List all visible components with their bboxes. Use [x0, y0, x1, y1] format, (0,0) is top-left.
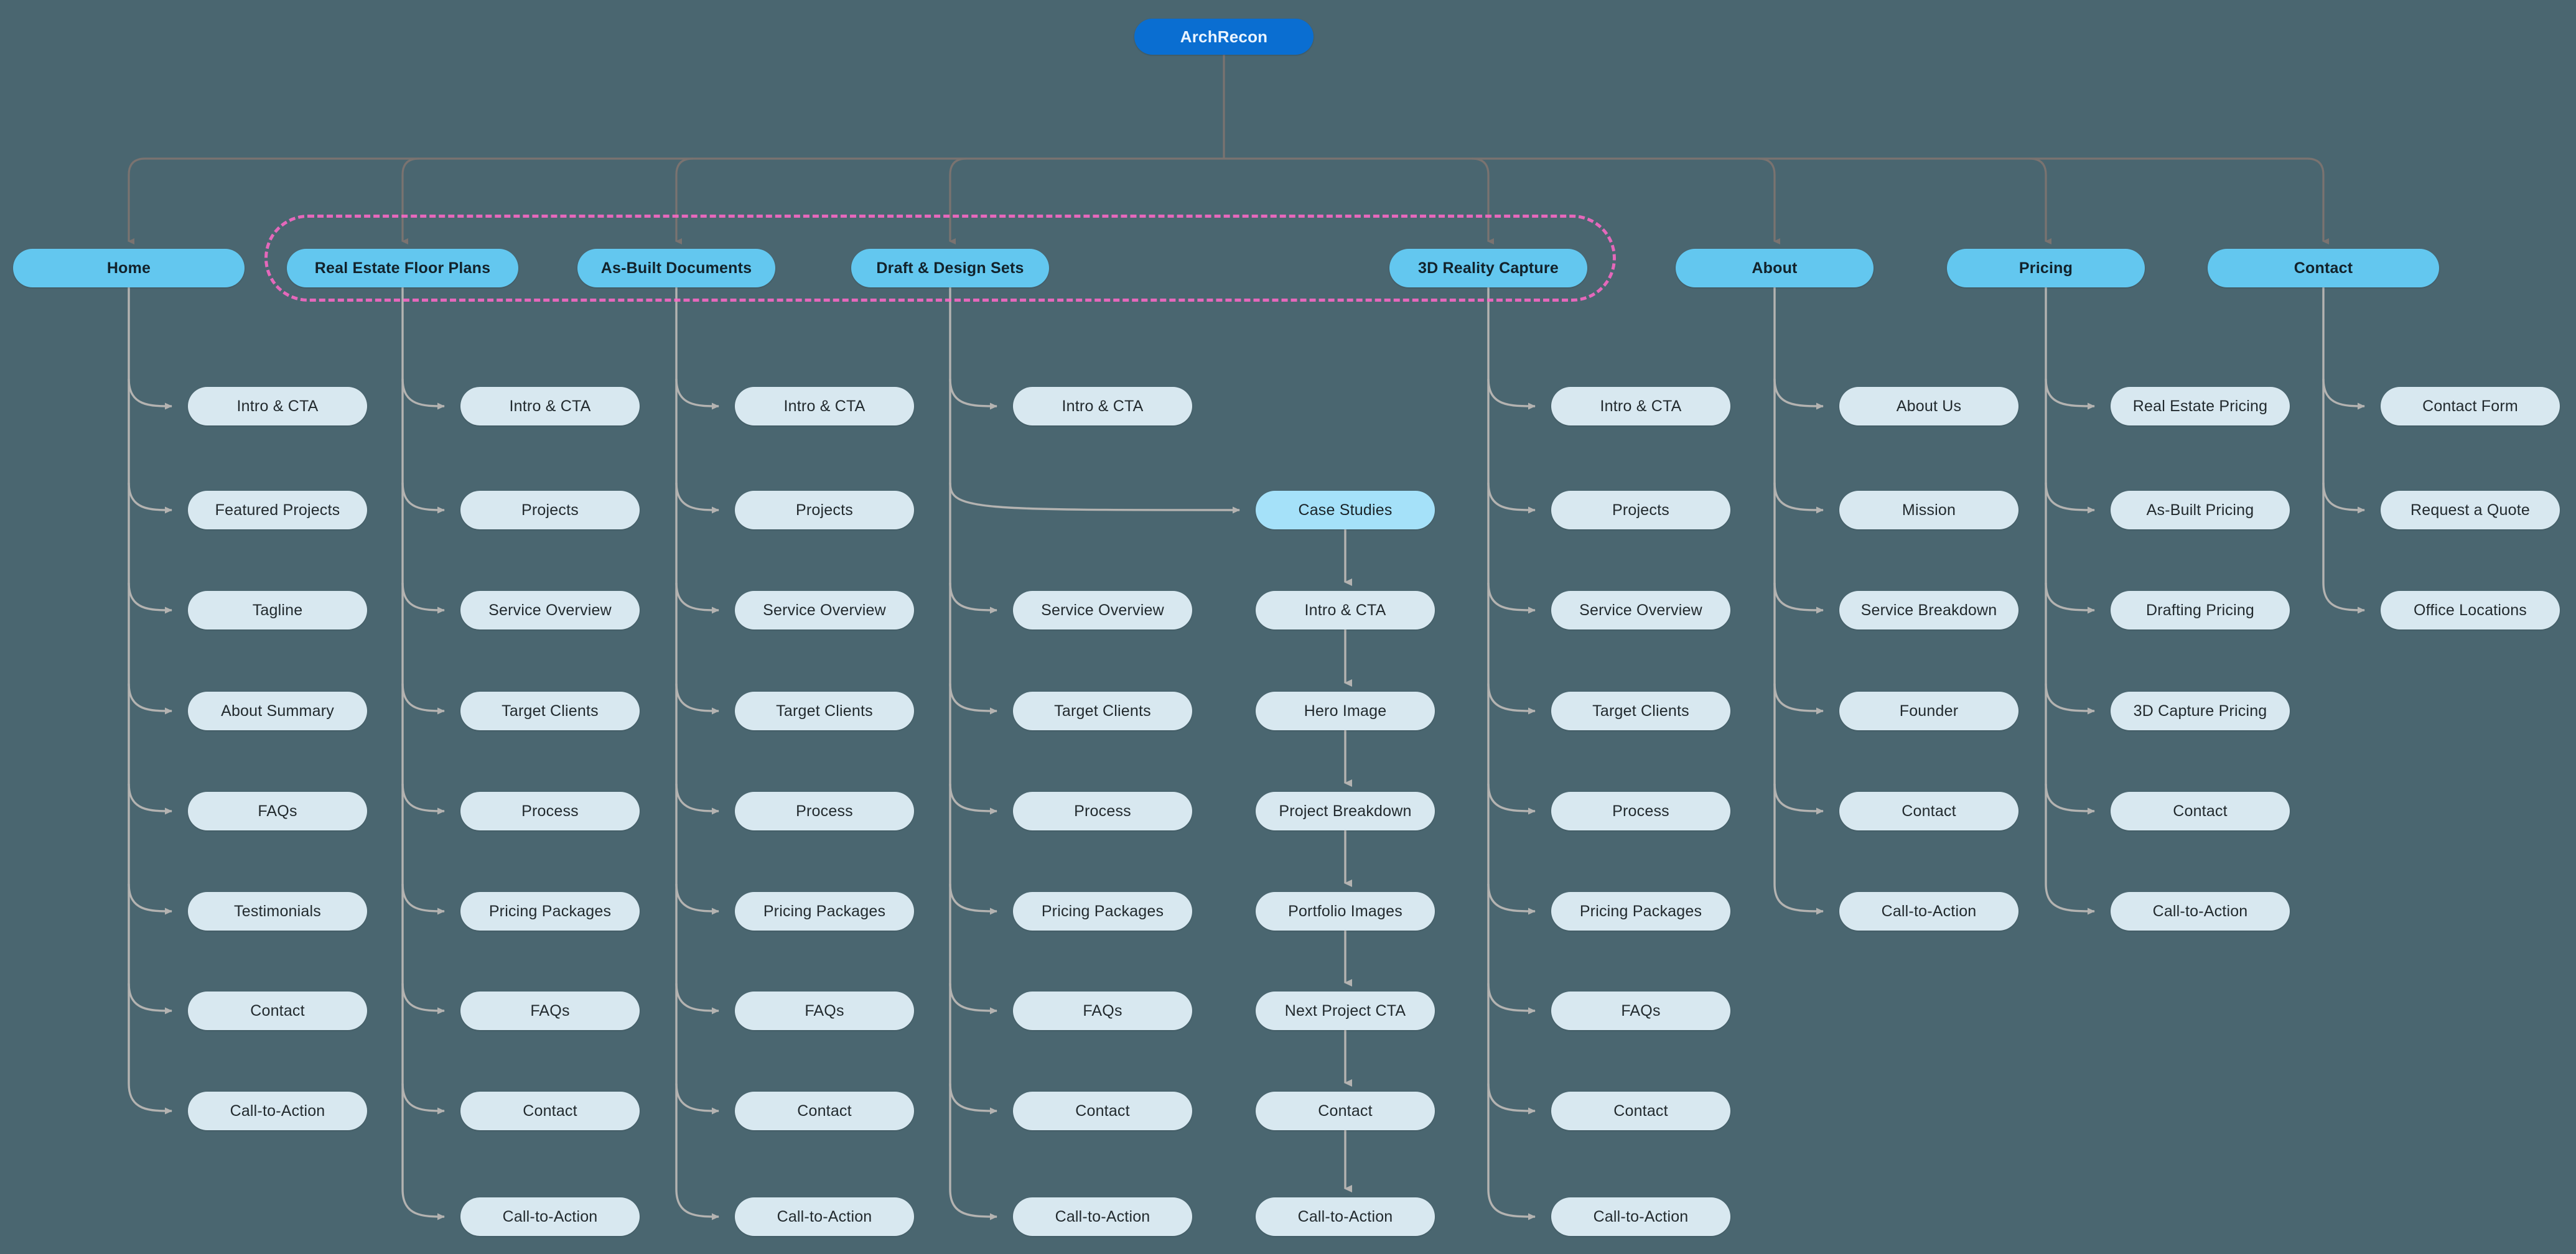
- nav-node-contact[interactable]: Contact: [2208, 249, 2439, 287]
- leaf-node-as-built-documents-5[interactable]: Pricing Packages: [735, 892, 914, 931]
- leaf-node-3d-reality-capture-8[interactable]: Call-to-Action: [1551, 1197, 1730, 1236]
- leaf-node-case-studies-0[interactable]: Intro & CTA: [1256, 591, 1435, 629]
- leaf-node-real-estate-floor-plans-7[interactable]: Contact: [460, 1092, 640, 1130]
- leaf-node-case-studies-2[interactable]: Project Breakdown: [1256, 792, 1435, 830]
- leaf-node-real-estate-floor-plans-3[interactable]: Target Clients: [460, 692, 640, 730]
- nav-node-real-estate-floor-plans[interactable]: Real Estate Floor Plans: [287, 249, 518, 287]
- leaf-node-case-studies-6[interactable]: Call-to-Action: [1256, 1197, 1435, 1236]
- leaf-node-real-estate-floor-plans-0[interactable]: Intro & CTA: [460, 387, 640, 425]
- nav-node-draft-design-sets[interactable]: Draft & Design Sets: [851, 249, 1049, 287]
- leaf-node-case-studies-1[interactable]: Hero Image: [1256, 692, 1435, 730]
- leaf-node-as-built-documents-2[interactable]: Service Overview: [735, 591, 914, 629]
- leaf-node-about-1[interactable]: Mission: [1839, 491, 2018, 529]
- leaf-node-3d-reality-capture-4[interactable]: Process: [1551, 792, 1730, 830]
- leaf-node-draft-design-sets-7[interactable]: Call-to-Action: [1013, 1197, 1192, 1236]
- leaf-node-about-3[interactable]: Founder: [1839, 692, 2018, 730]
- leaf-node-pricing-4[interactable]: Contact: [2111, 792, 2290, 830]
- leaf-node-draft-design-sets-2[interactable]: Target Clients: [1013, 692, 1192, 730]
- leaf-node-home-6[interactable]: Contact: [188, 992, 367, 1030]
- leaf-node-3d-reality-capture-1[interactable]: Projects: [1551, 491, 1730, 529]
- leaf-node-real-estate-floor-plans-2[interactable]: Service Overview: [460, 591, 640, 629]
- leaf-node-as-built-documents-1[interactable]: Projects: [735, 491, 914, 529]
- leaf-node-draft-design-sets-3[interactable]: Process: [1013, 792, 1192, 830]
- leaf-node-3d-reality-capture-3[interactable]: Target Clients: [1551, 692, 1730, 730]
- leaf-node-draft-design-sets-6[interactable]: Contact: [1013, 1092, 1192, 1130]
- leaf-node-draft-design-sets-0[interactable]: Intro & CTA: [1013, 387, 1192, 425]
- leaf-node-contact-0[interactable]: Contact Form: [2381, 387, 2560, 425]
- leaf-node-pricing-3[interactable]: 3D Capture Pricing: [2111, 692, 2290, 730]
- leaf-node-home-3[interactable]: About Summary: [188, 692, 367, 730]
- leaf-node-3d-reality-capture-7[interactable]: Contact: [1551, 1092, 1730, 1130]
- leaf-node-draft-design-sets-1[interactable]: Service Overview: [1013, 591, 1192, 629]
- nav-node-about[interactable]: About: [1676, 249, 1874, 287]
- leaf-node-about-0[interactable]: About Us: [1839, 387, 2018, 425]
- leaf-node-contact-2[interactable]: Office Locations: [2381, 591, 2560, 629]
- root-node[interactable]: ArchRecon: [1134, 19, 1314, 55]
- leaf-node-about-2[interactable]: Service Breakdown: [1839, 591, 2018, 629]
- leaf-node-3d-reality-capture-0[interactable]: Intro & CTA: [1551, 387, 1730, 425]
- leaf-node-real-estate-floor-plans-5[interactable]: Pricing Packages: [460, 892, 640, 931]
- leaf-node-home-4[interactable]: FAQs: [188, 792, 367, 830]
- leaf-node-3d-reality-capture-2[interactable]: Service Overview: [1551, 591, 1730, 629]
- leaf-node-pricing-1[interactable]: As-Built Pricing: [2111, 491, 2290, 529]
- leaf-node-as-built-documents-0[interactable]: Intro & CTA: [735, 387, 914, 425]
- leaf-node-as-built-documents-8[interactable]: Call-to-Action: [735, 1197, 914, 1236]
- leaf-node-home-5[interactable]: Testimonials: [188, 892, 367, 931]
- leaf-node-as-built-documents-4[interactable]: Process: [735, 792, 914, 830]
- leaf-node-real-estate-floor-plans-8[interactable]: Call-to-Action: [460, 1197, 640, 1236]
- leaf-node-draft-design-sets-5[interactable]: FAQs: [1013, 992, 1192, 1030]
- leaf-node-real-estate-floor-plans-6[interactable]: FAQs: [460, 992, 640, 1030]
- leaf-node-home-1[interactable]: Featured Projects: [188, 491, 367, 529]
- leaf-node-home-0[interactable]: Intro & CTA: [188, 387, 367, 425]
- nav-node-as-built-documents[interactable]: As-Built Documents: [577, 249, 775, 287]
- leaf-node-about-5[interactable]: Call-to-Action: [1839, 892, 2018, 931]
- leaf-node-home-7[interactable]: Call-to-Action: [188, 1092, 367, 1130]
- leaf-node-case-studies-4[interactable]: Next Project CTA: [1256, 992, 1435, 1030]
- leaf-node-home-2[interactable]: Tagline: [188, 591, 367, 629]
- leaf-node-pricing-2[interactable]: Drafting Pricing: [2111, 591, 2290, 629]
- leaf-node-real-estate-floor-plans-1[interactable]: Projects: [460, 491, 640, 529]
- leaf-node-as-built-documents-7[interactable]: Contact: [735, 1092, 914, 1130]
- leaf-node-3d-reality-capture-5[interactable]: Pricing Packages: [1551, 892, 1730, 931]
- leaf-node-case-studies-3[interactable]: Portfolio Images: [1256, 892, 1435, 931]
- leaf-node-as-built-documents-3[interactable]: Target Clients: [735, 692, 914, 730]
- nav-node-3d-reality-capture[interactable]: 3D Reality Capture: [1389, 249, 1587, 287]
- leaf-node-as-built-documents-6[interactable]: FAQs: [735, 992, 914, 1030]
- leaf-node-case-studies[interactable]: Case Studies: [1256, 491, 1435, 529]
- leaf-node-contact-1[interactable]: Request a Quote: [2381, 491, 2560, 529]
- leaf-node-pricing-0[interactable]: Real Estate Pricing: [2111, 387, 2290, 425]
- leaf-node-3d-reality-capture-6[interactable]: FAQs: [1551, 992, 1730, 1030]
- leaf-node-real-estate-floor-plans-4[interactable]: Process: [460, 792, 640, 830]
- leaf-node-draft-design-sets-4[interactable]: Pricing Packages: [1013, 892, 1192, 931]
- nav-node-home[interactable]: Home: [13, 249, 245, 287]
- nav-node-pricing[interactable]: Pricing: [1947, 249, 2145, 287]
- leaf-node-case-studies-5[interactable]: Contact: [1256, 1092, 1435, 1130]
- leaf-node-pricing-5[interactable]: Call-to-Action: [2111, 892, 2290, 931]
- leaf-node-about-4[interactable]: Contact: [1839, 792, 2018, 830]
